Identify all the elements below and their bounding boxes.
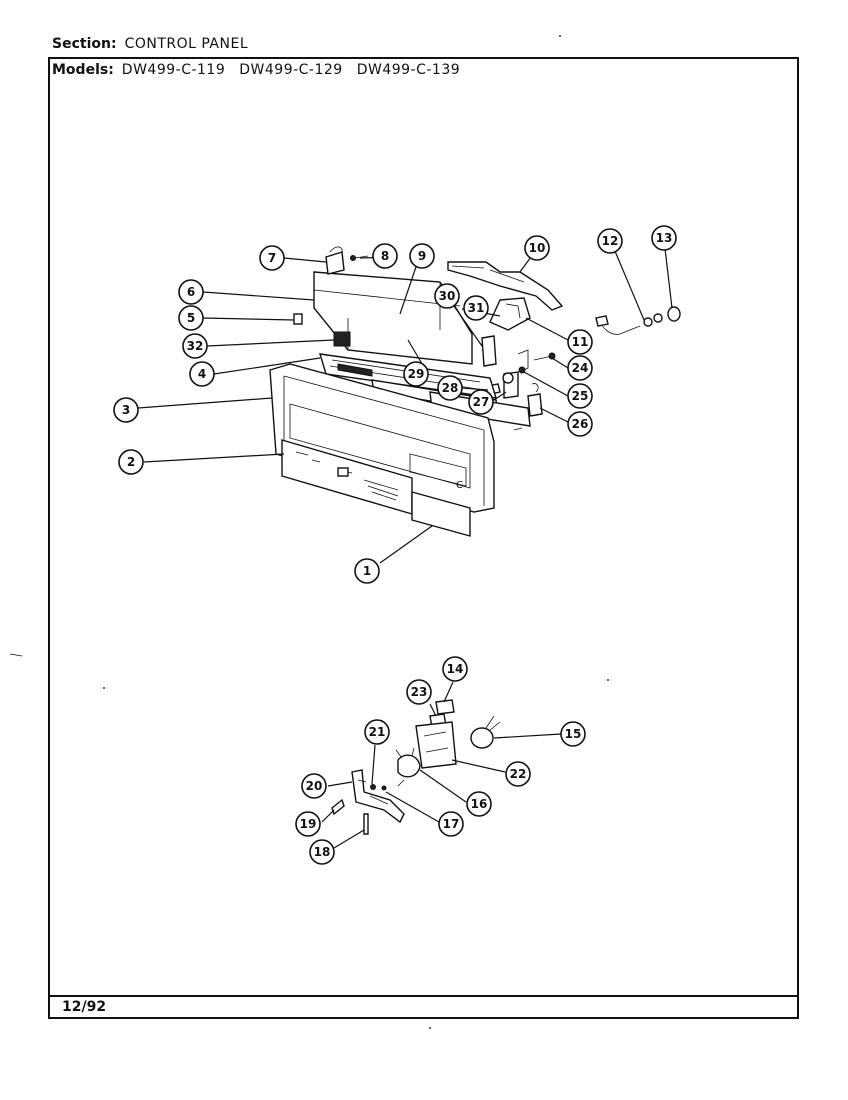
callout-28: 28 [437,375,463,401]
model-number: DW499-C-139 [356,62,461,78]
callout-5: 5 [178,305,204,331]
svg-text:13: 13 [656,231,673,245]
model-number: DW499-C-119 [121,62,226,78]
svg-text:16: 16 [471,797,488,811]
svg-text:8: 8 [381,249,389,263]
svg-text:17: 17 [443,817,460,831]
diagram-frame [48,57,799,1019]
models-heading: Models: DW499-C-119 DW499-C-129 DW499-C-139 [52,62,460,78]
callout-21: 21 [364,719,390,745]
callout-31: 31 [463,295,489,321]
nameplate-part [411,491,471,537]
svg-text:C: C [456,480,463,491]
section-value: CONTROL PANEL [124,36,249,52]
callout-22: 22 [505,761,531,787]
callout-30: 30 [434,283,460,309]
svg-text:5: 5 [187,311,195,325]
svg-text:3: 3 [122,403,130,417]
callout-14: 14 [442,656,468,682]
svg-text:14: 14 [447,662,464,676]
callout-27: 27 [468,389,494,415]
switch-assembly-part [395,699,501,787]
svg-text:4: 4 [198,367,206,381]
svg-text:7: 7 [268,251,276,265]
lever-part [331,769,405,835]
hardware-part [481,335,556,431]
svg-text:9: 9 [418,249,426,263]
wire-harness-part [447,261,564,311]
callout-13: 13 [651,225,677,251]
callout-24: 24 [567,355,593,381]
screw-part [350,255,369,261]
svg-text:28: 28 [442,381,459,395]
svg-text:32: 32 [187,339,204,353]
section-label: Section: [52,36,117,52]
svg-text:27: 27 [473,395,490,409]
cord-part [595,306,681,335]
svg-text:6: 6 [187,285,195,299]
models-label: Models: [52,62,114,78]
callout-7: 7 [259,245,285,271]
callout-18: 18 [309,839,335,865]
bracket-part [325,246,345,275]
footer-divider [48,995,799,997]
svg-text:20: 20 [306,779,323,793]
callout-6: 6 [178,279,204,305]
svg-text:30: 30 [439,289,456,303]
svg-text:12: 12 [602,234,619,248]
svg-text:23: 23 [411,685,428,699]
svg-text:10: 10 [529,241,546,255]
callout-17: 17 [438,811,464,837]
callout-19: 19 [295,811,321,837]
callout-3: 3 [113,397,139,423]
revision-date: 12/92 [62,999,107,1015]
leader-lines [137,239,673,564]
callout-8: 8 [372,243,398,269]
callout-2: 2 [118,449,144,475]
svg-text:2: 2 [127,455,135,469]
callout-4: 4 [189,361,215,387]
switch-bracket-part [489,297,531,331]
callout-1: 1 [354,558,380,584]
svg-text:21: 21 [369,725,386,739]
svg-text:24: 24 [572,361,589,375]
clip-part [293,313,351,347]
callout-16: 16 [466,791,492,817]
callout-9: 9 [409,243,435,269]
callout-32: 32 [182,333,208,359]
callout-23: 23 [406,679,432,705]
svg-text:18: 18 [314,845,331,859]
section-heading: Section: CONTROL PANEL [52,36,248,52]
svg-text:15: 15 [565,727,582,741]
svg-text:11: 11 [572,335,589,349]
svg-text:29: 29 [408,367,425,381]
callout-25: 25 [567,383,593,409]
svg-text:22: 22 [510,767,527,781]
callout-15: 15 [560,721,586,747]
svg-text:31: 31 [468,301,485,315]
svg-text:19: 19 [300,817,317,831]
model-number: DW499-C-129 [239,62,343,78]
svg-text:25: 25 [572,389,589,403]
callout-26: 26 [567,411,593,437]
callout-10: 10 [524,235,550,261]
svg-text:26: 26 [572,417,589,431]
callout-11: 11 [567,329,593,355]
svg-text:1: 1 [363,564,371,578]
callout-12: 12 [597,228,623,254]
leader-lines [321,681,562,849]
control-panel-part: C [269,363,495,513]
callout-20: 20 [301,773,327,799]
callout-29: 29 [403,361,429,387]
